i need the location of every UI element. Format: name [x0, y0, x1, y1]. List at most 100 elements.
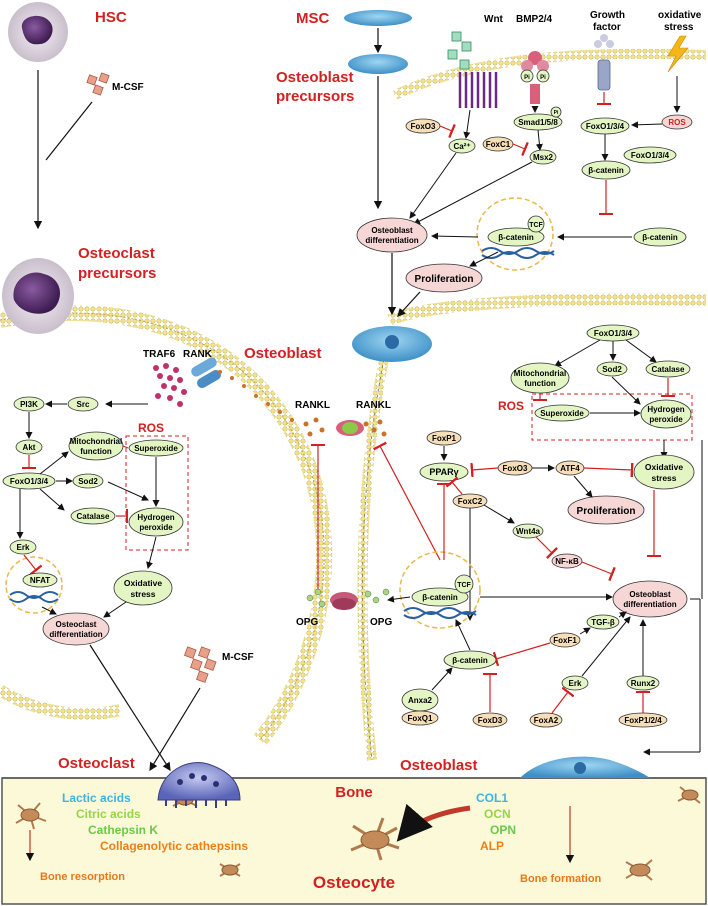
- growth-factor-receptor: [594, 34, 614, 91]
- dna-top: [481, 247, 555, 259]
- tcf-dashed-circle-bottom: [399, 551, 481, 629]
- foxq1-node: FoxQ1: [408, 714, 433, 723]
- bcatenin-node-bottom: β-catenin: [422, 593, 458, 602]
- growth-label-2: factor: [593, 22, 621, 33]
- traf6-particles: [153, 363, 187, 407]
- msc-cell-image: [344, 10, 412, 26]
- tgfb-node: TGF-β: [591, 618, 615, 627]
- rankl-label-1: RANKL: [295, 400, 330, 411]
- pi-label-2: Pi: [540, 75, 546, 81]
- rankl-label-2: RANKL: [356, 400, 391, 411]
- lightning-icon: [667, 35, 689, 73]
- opg-label-1: OPG: [296, 617, 318, 628]
- bone-region: [1, 777, 707, 905]
- foxd3-node: FoxD3: [478, 716, 503, 725]
- ob-diff-node-right-2: differentiation: [623, 600, 676, 609]
- osteoblast-label-mid: Osteoblast: [244, 345, 322, 362]
- wnt-receptor: [458, 72, 498, 108]
- atf4-node: ATF4: [560, 464, 580, 473]
- foxo3-node-top: FoxO3: [411, 122, 436, 131]
- foxc1-node: FoxC1: [486, 140, 511, 149]
- bone-title: Bone: [335, 784, 373, 801]
- hsc-label: HSC: [95, 9, 127, 26]
- wnt-label: Wnt: [484, 14, 504, 25]
- osteoclast-cell-image: [157, 762, 241, 808]
- sod2-node-right: Sod2: [602, 365, 622, 374]
- pi-label-1: Pi: [524, 75, 530, 81]
- mcsf-particles-bottom: [184, 646, 217, 683]
- foxc2-node: FoxC2: [458, 497, 483, 506]
- foxp124-node: FoxP1/2/4: [624, 716, 662, 725]
- ros-label-left: ROS: [138, 421, 164, 435]
- citric-label: Citric acids: [76, 807, 141, 821]
- opg-label-2: OPG: [370, 617, 392, 628]
- oxstress-node-left-2: stress: [130, 589, 155, 599]
- bcatenin-node-lower: β-catenin: [452, 656, 488, 665]
- sod2-node-left: Sod2: [78, 477, 98, 486]
- dna-left: [9, 591, 59, 603]
- opn-label: OPN: [490, 823, 516, 837]
- mcsf-label-top: M-CSF: [112, 82, 144, 93]
- runx2-node: Runx2: [631, 679, 656, 688]
- osteoclast-precursors-label-1: Osteoclast: [78, 245, 155, 262]
- tcf-node-bottom: TCF: [457, 582, 471, 589]
- bmp-receptor: [520, 51, 550, 104]
- ca-node: Ca²⁺: [453, 142, 470, 151]
- h2o2-node-left-2: peroxide: [139, 523, 173, 532]
- foxo134-node-top: FoxO1/3/4: [586, 122, 625, 131]
- msc-label: MSC: [296, 10, 330, 27]
- anxa2-node: Anxa2: [408, 696, 433, 705]
- nfat-node: NFAT: [30, 576, 50, 585]
- wnt4a-node: Wnt4a: [516, 527, 541, 536]
- erk-node-right: Erk: [569, 679, 582, 688]
- bone-resorption-label: Bone resorption: [40, 871, 125, 883]
- msx2-node: Msx2: [533, 153, 554, 162]
- rankl-dots-left: [218, 370, 294, 422]
- growth-label-1: Growth: [590, 10, 625, 21]
- wnt-ligands: [447, 31, 472, 70]
- osteoclast-precursors-label-2: precursors: [78, 265, 156, 282]
- mito-node-left-2: function: [80, 447, 112, 456]
- src-node: Src: [77, 400, 90, 409]
- dna-bottom: [403, 607, 477, 619]
- ob-precursors-label-1: Osteoblast: [276, 69, 354, 86]
- alp-label: ALP: [480, 839, 504, 853]
- nfkb-node: NF-κB: [555, 557, 579, 566]
- bcatenin-node-top: β-catenin: [588, 166, 624, 175]
- superoxide-node-left: Superoxide: [134, 444, 178, 453]
- pi3k-node: PI3K: [20, 400, 38, 409]
- akt-node: Akt: [23, 443, 36, 452]
- foxa2-node: FoxA2: [534, 716, 559, 725]
- ros-node-top: ROS: [668, 118, 686, 127]
- tcf-node-top: TCF: [529, 222, 543, 229]
- ros-box-right: [531, 393, 693, 441]
- foxo134-node-left: FoxO1/3/4: [10, 477, 49, 486]
- collagenolytic-label: Collagenolytic cathepsins: [100, 839, 248, 853]
- h2o2-node-right-2: peroxide: [649, 415, 683, 424]
- pparg-node: PPARγ: [429, 467, 458, 477]
- erk-node-left: Erk: [17, 543, 30, 552]
- foxf1-node: FoxF1: [553, 636, 577, 645]
- ob-diff-node-right-1: Osteoblast: [629, 590, 671, 599]
- h2o2-node-right-1: Hydrogen: [647, 405, 684, 414]
- foxo3-node-right: FoxO3: [503, 464, 528, 473]
- osteoclast-precursor-image: [2, 258, 74, 334]
- ob-precursors-label-2: precursors: [276, 88, 354, 105]
- oxstress-node-left-1: Oxidative: [124, 578, 163, 588]
- cathepsin-k-label: Cathepsin K: [88, 823, 158, 837]
- foxp1-node: FoxP1: [432, 434, 457, 443]
- osteoclast-label: Osteoclast: [58, 755, 135, 772]
- pi-label-3: Pi: [554, 110, 559, 116]
- bmp-label: BMP2/4: [516, 14, 553, 25]
- oxstress-node-right-2: stress: [651, 473, 676, 483]
- opg-dots: [306, 588, 390, 608]
- rank-receptor: [191, 357, 221, 388]
- catalase-node-left: Catalase: [77, 512, 110, 521]
- ros-label-right: ROS: [498, 399, 524, 413]
- opg-receptor: [330, 592, 358, 610]
- proliferation-node-top: Proliferation: [415, 274, 474, 285]
- rankl-receptor: [336, 420, 364, 436]
- rank-label: RANK: [183, 349, 213, 360]
- bone-formation-label: Bone formation: [520, 873, 602, 885]
